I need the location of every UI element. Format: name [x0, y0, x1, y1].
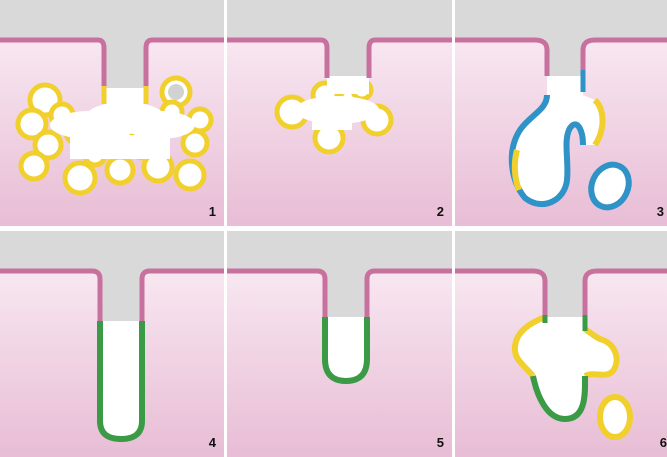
panel-1-number: 1: [209, 205, 216, 218]
panel-3: 3: [455, 0, 667, 226]
panel-6: 6: [455, 231, 667, 457]
panel-1-illustration: [0, 0, 224, 226]
panel-5: 5: [227, 231, 452, 457]
panel-3-illustration: [455, 0, 667, 226]
panel-4: 4: [0, 231, 224, 457]
panel-6-detached-cyst: [600, 397, 630, 437]
panel-5-number: 5: [437, 436, 444, 449]
panel-6-number: 6: [660, 436, 667, 449]
panel-1: 1: [0, 0, 224, 226]
panel-5-illustration: [227, 231, 452, 457]
panel-5-duct-lumen: [325, 317, 367, 381]
panel-2: 2: [227, 0, 452, 226]
panel-4-number: 4: [209, 436, 216, 449]
panel-3-number: 3: [657, 205, 664, 218]
panel-2-illustration: [227, 0, 452, 226]
panel-4-illustration: [0, 231, 224, 457]
panel-2-number: 2: [437, 205, 444, 218]
panel-6-illustration: [455, 231, 667, 457]
panel-1-lobule-grey: [168, 84, 184, 100]
panel-4-duct-lumen: [100, 321, 142, 439]
